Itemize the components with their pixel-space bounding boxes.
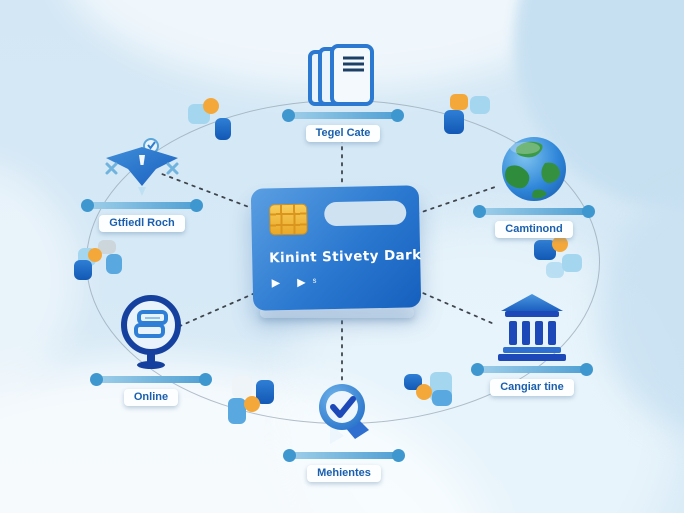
round-sign-books-icon xyxy=(112,294,190,372)
label-bar xyxy=(282,109,404,122)
node-plane: Gtfiedl Roch xyxy=(72,136,212,232)
node-label: Cangiar tine xyxy=(490,379,574,396)
label-bar xyxy=(90,373,212,386)
squares-cluster-left xyxy=(72,240,128,296)
card-number-pill xyxy=(324,200,407,227)
squares-cluster-top-left xyxy=(188,96,244,152)
node-label: Gtfiedl Roch xyxy=(99,215,185,232)
node-label: Mehientes xyxy=(307,465,381,482)
documents-stack-icon xyxy=(306,44,380,108)
card-play-icons: ▶ ▶ˢ xyxy=(271,276,324,290)
card-title: Kinint Stivety Dark xyxy=(269,247,422,267)
node-documents: Tegel Cate xyxy=(277,44,409,142)
node-online: Online xyxy=(90,294,212,406)
verified-badge-icon xyxy=(312,382,376,448)
label-bar xyxy=(81,199,203,212)
card-chip-icon xyxy=(269,203,308,236)
node-bank: Cangiar tine xyxy=(471,292,593,396)
node-label: Online xyxy=(123,389,179,406)
node-label: Camtinond xyxy=(495,221,573,238)
label-bar xyxy=(471,363,593,376)
label-bar xyxy=(473,205,595,218)
label-bar xyxy=(283,449,405,462)
bank-building-icon xyxy=(493,292,571,362)
plane-wings-icon xyxy=(98,136,186,198)
squares-cluster-bottom-left xyxy=(220,376,276,432)
squares-cluster-top-right xyxy=(436,94,492,150)
squares-cluster-right xyxy=(528,236,584,292)
card-reflection-base xyxy=(260,307,414,318)
credit-card: Kinint Stivety Dark ▶ ▶ˢ xyxy=(250,185,422,311)
node-globe: Camtinond xyxy=(466,134,602,238)
squares-cluster-bottom-right xyxy=(396,368,452,424)
node-label: Tegel Cate xyxy=(305,125,381,142)
globe-icon xyxy=(497,134,571,204)
node-badge: Mehientes xyxy=(283,382,405,482)
